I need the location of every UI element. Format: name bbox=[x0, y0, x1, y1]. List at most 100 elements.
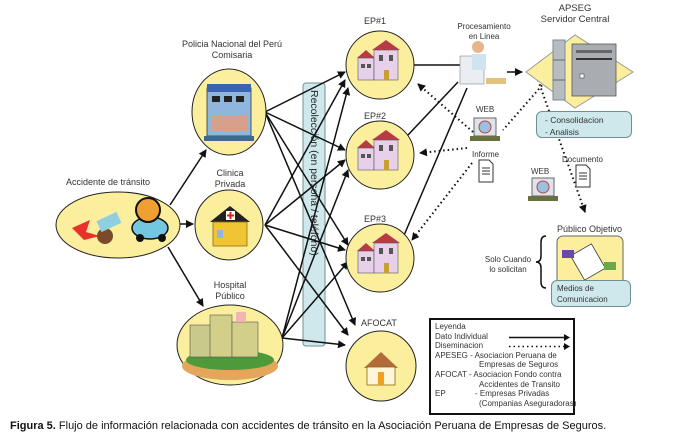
figure-caption: Figura 5. Flujo de información relaciona… bbox=[10, 420, 606, 432]
line-clinic-ep3 bbox=[264, 224, 346, 252]
legend-afocat-row: AFOCAT - Asociacion Fondo contra bbox=[435, 370, 569, 380]
line-accident-hospital bbox=[167, 246, 204, 307]
hospital-building-icon bbox=[182, 312, 278, 380]
hospital-label-line1: Hospital bbox=[213, 280, 247, 290]
dotted-server-public bbox=[537, 79, 587, 213]
only-when-line1: Solo Cuando bbox=[484, 255, 532, 264]
line-police-ep3 bbox=[264, 111, 349, 246]
media-line2: Comunicacion bbox=[557, 295, 608, 304]
line-clinic-afocat bbox=[264, 224, 349, 336]
clinic-label-line1: Clinica bbox=[216, 168, 244, 178]
hospital-label: Hospital Público bbox=[205, 280, 255, 302]
legend-apeseg-desc2: Empresas de Seguros bbox=[479, 360, 559, 370]
ep2-building-icon bbox=[357, 130, 400, 171]
clinic-label: Clinica Privada bbox=[205, 168, 255, 190]
police-label: Policia Nacional del Perú Comisaria bbox=[172, 39, 292, 61]
line-hospital-ep1 bbox=[281, 87, 351, 339]
analysis-text: - Analisis bbox=[545, 127, 580, 137]
processing-label: Procesamiento en Linea bbox=[448, 22, 520, 42]
legend-title: Leyenda bbox=[435, 322, 466, 331]
only-when-line2: lo solicitan bbox=[489, 265, 527, 274]
legend-dissemination-row: Diseminacion bbox=[435, 341, 570, 351]
processing-label-line1: Procesamiento bbox=[457, 22, 511, 31]
consolidation-analysis-box: - Consolidacion - Analisis bbox=[536, 111, 632, 138]
legend-afocat-abbr: AFOCAT bbox=[435, 369, 467, 379]
hospital-label-line2: Público bbox=[215, 291, 245, 301]
dotted-server-web bbox=[502, 81, 546, 131]
line-accident-police bbox=[169, 149, 207, 206]
web-computer-icon-2 bbox=[528, 177, 558, 201]
collection-lines bbox=[167, 64, 523, 349]
web-label: WEB bbox=[476, 105, 495, 114]
legend-ep-desc: - Empresas Privadas bbox=[475, 389, 550, 399]
media-box: Medios de Comunicacion bbox=[551, 280, 631, 307]
legend-apeseg-abbr: APESEG bbox=[435, 350, 468, 360]
legend-apeseg-desc: - Asociacion Peruana de bbox=[470, 350, 557, 360]
ep3-building-icon bbox=[357, 233, 400, 274]
legend-apeseg-row: APESEG - Asociacion Peruana de bbox=[435, 351, 569, 361]
legend-box: Leyenda Dato Individual Diseminacion APE… bbox=[429, 318, 577, 415]
legend-ep-abbr: EP bbox=[435, 389, 446, 399]
legend-individual-label: Dato Individual bbox=[435, 331, 488, 341]
legend-individual-row: Dato Individual bbox=[435, 331, 570, 342]
legend-ep-row: EP - Empresas Privadas bbox=[435, 389, 569, 399]
report-label: Informe bbox=[472, 150, 500, 159]
caption-prefix: Figura 5. bbox=[10, 420, 56, 432]
report-document-icon bbox=[478, 159, 494, 183]
accident-icon bbox=[72, 197, 169, 244]
caption-text: Flujo de información relacionada con acc… bbox=[55, 420, 607, 432]
ep2-label: EP#2 bbox=[364, 111, 387, 121]
ep1-building-icon bbox=[357, 40, 400, 81]
apseg-label-line2: Servidor Central bbox=[540, 14, 610, 25]
apseg-label: APSEG Servidor Central bbox=[535, 3, 615, 25]
line-clinic-ep2 bbox=[264, 159, 346, 226]
police-label-line1: Policia Nacional del Perú bbox=[181, 39, 283, 49]
line-police-afocat bbox=[264, 111, 356, 326]
afocat-house-icon bbox=[364, 352, 398, 386]
handshake-document-icon bbox=[562, 243, 616, 281]
only-when-requested-label: Solo Cuando lo solicitan bbox=[480, 255, 536, 275]
police-station-icon bbox=[204, 84, 254, 141]
line-police-ep1 bbox=[264, 71, 346, 113]
dissemination-lines bbox=[411, 79, 587, 241]
legend-ep-desc2: (Companias Aseguradoras) bbox=[479, 398, 577, 408]
clinic-house-icon bbox=[210, 206, 250, 247]
line-ep2-processing bbox=[407, 81, 459, 136]
collection-bar-label: Recolección (en persona / teléfono) bbox=[308, 90, 320, 256]
server-tower-icon bbox=[552, 39, 617, 101]
ep3-label: EP#3 bbox=[364, 214, 387, 224]
line-hospital-afocat bbox=[281, 337, 346, 349]
line-hospital-ep2 bbox=[281, 169, 350, 339]
legend-dissemination-label: Diseminacion bbox=[435, 341, 484, 351]
media-line1: Medios de bbox=[557, 284, 594, 293]
line-clinic-ep1 bbox=[264, 79, 346, 226]
ep1-label: EP#1 bbox=[364, 16, 387, 26]
line-police-ep2 bbox=[264, 111, 346, 151]
solid-arrow-icon bbox=[509, 333, 570, 341]
document-label: Documento bbox=[562, 155, 603, 164]
web-computer-icon bbox=[470, 117, 500, 141]
afocat-label: AFOCAT bbox=[361, 318, 397, 328]
apseg-label-line1: APSEG bbox=[558, 3, 592, 14]
processing-label-line2: en Linea bbox=[468, 32, 500, 41]
legend-afocat-desc: - Asociacion Fondo contra bbox=[468, 369, 562, 379]
police-label-line2: Comisaria bbox=[211, 50, 253, 60]
accident-label: Accidente de tránsito bbox=[66, 177, 151, 187]
dotted-report-ep2 bbox=[419, 147, 468, 157]
dotted-report-ep3 bbox=[411, 162, 473, 241]
legend-afocat-desc2: Accidentes de Transito bbox=[479, 379, 560, 389]
line-hospital-ep3 bbox=[281, 261, 349, 339]
operator-at-desk-icon bbox=[459, 41, 506, 85]
dotted-web-ep1 bbox=[417, 83, 474, 133]
public-target-label: Público Objetivo bbox=[557, 224, 623, 234]
collection-bar-label-wrap: Recolección (en persona / teléfono) bbox=[304, 90, 324, 340]
document-icon bbox=[575, 164, 591, 188]
web-label-2: WEB bbox=[531, 167, 550, 176]
consolidation-text: - Consolidacion bbox=[545, 115, 604, 125]
clinic-label-line2: Privada bbox=[214, 179, 246, 189]
line-ep3-processing bbox=[401, 87, 468, 241]
brace bbox=[535, 235, 547, 289]
dotted-arrow-icon bbox=[509, 343, 570, 351]
